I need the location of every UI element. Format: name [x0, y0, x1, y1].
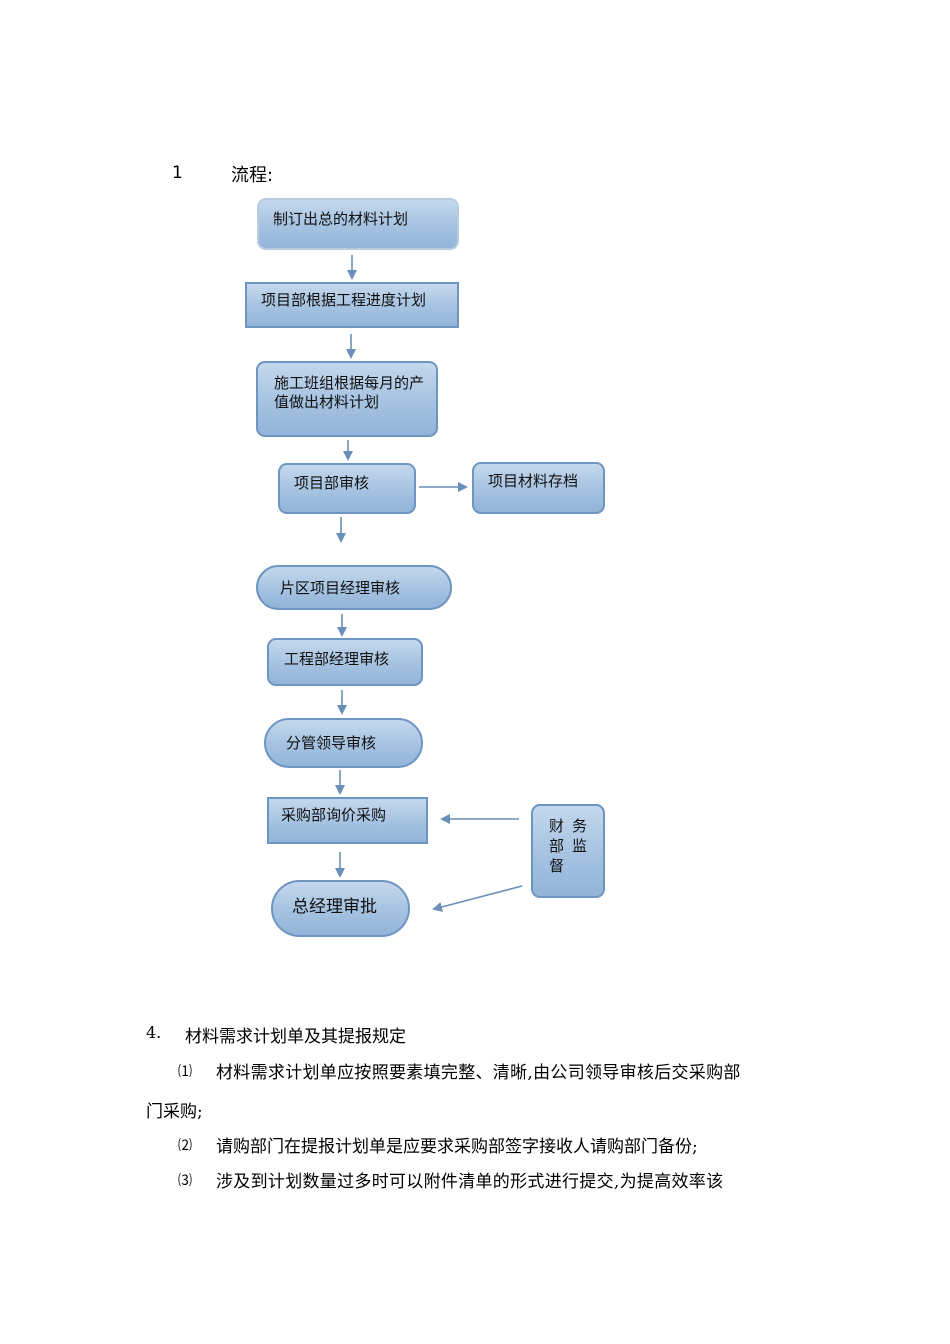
arrow-10-11	[432, 885, 523, 912]
node-gm-approval: 总经理审批	[271, 880, 410, 937]
node-project-review: 项目部审核	[278, 463, 416, 514]
rule-1-text: 材料需求计划单应按照要素填完整、清晰,由公司领导审核后交采购部	[216, 1063, 741, 1083]
rule-2-number: ⑵	[178, 1138, 192, 1154]
node-label: 采购部询价采购	[281, 806, 387, 824]
node-engineering-manager-review: 工程部经理审核	[267, 638, 423, 686]
node-label: 分管领导审核	[286, 734, 377, 752]
node-label: 片区项目经理审核	[280, 579, 401, 597]
rule-1-text-cont: 门采购;	[146, 1102, 203, 1122]
node-make-overall-plan: 制订出总的材料计划	[257, 198, 459, 250]
rules-heading-number: 4.	[146, 1023, 162, 1042]
node-label: 项目材料存档	[488, 472, 579, 490]
node-project-progress-plan: 项目部根据工程进度计划	[245, 282, 459, 328]
node-label: 工程部经理审核	[284, 650, 390, 668]
node-label: 项目部根据工程进度计划	[261, 291, 427, 309]
node-finance-supervision: 财务部监督	[531, 804, 605, 898]
node-material-archive: 项目材料存档	[472, 462, 605, 514]
flowchart-arrows	[335, 255, 523, 912]
node-label: 施工班组根据每月的产值做出材料计划	[274, 374, 425, 411]
node-leader-review: 分管领导审核	[264, 718, 423, 768]
node-area-manager-review: 片区项目经理审核	[256, 565, 452, 610]
node-label: 财务部监督	[549, 817, 596, 875]
section-number: 1	[172, 163, 183, 183]
node-label: 总经理审批	[292, 897, 377, 917]
rules-heading: 材料需求计划单及其提报规定	[185, 1027, 406, 1047]
rule-3-number: ⑶	[178, 1173, 192, 1189]
node-label: 制订出总的材料计划	[273, 210, 409, 228]
node-label: 项目部审核	[294, 474, 370, 492]
rule-3-text: 涉及到计划数量过多时可以附件清单的形式进行提交,为提高效率该	[216, 1172, 724, 1192]
section-title: 流程:	[231, 165, 274, 186]
node-team-material-plan: 施工班组根据每月的产值做出材料计划	[256, 361, 438, 437]
node-purchase-inquiry: 采购部询价采购	[267, 797, 428, 844]
rule-1-number: ⑴	[178, 1064, 192, 1080]
rule-2-text: 请购部门在提报计划单是应要求采购部签字接收人请购部门备份;	[216, 1137, 698, 1157]
